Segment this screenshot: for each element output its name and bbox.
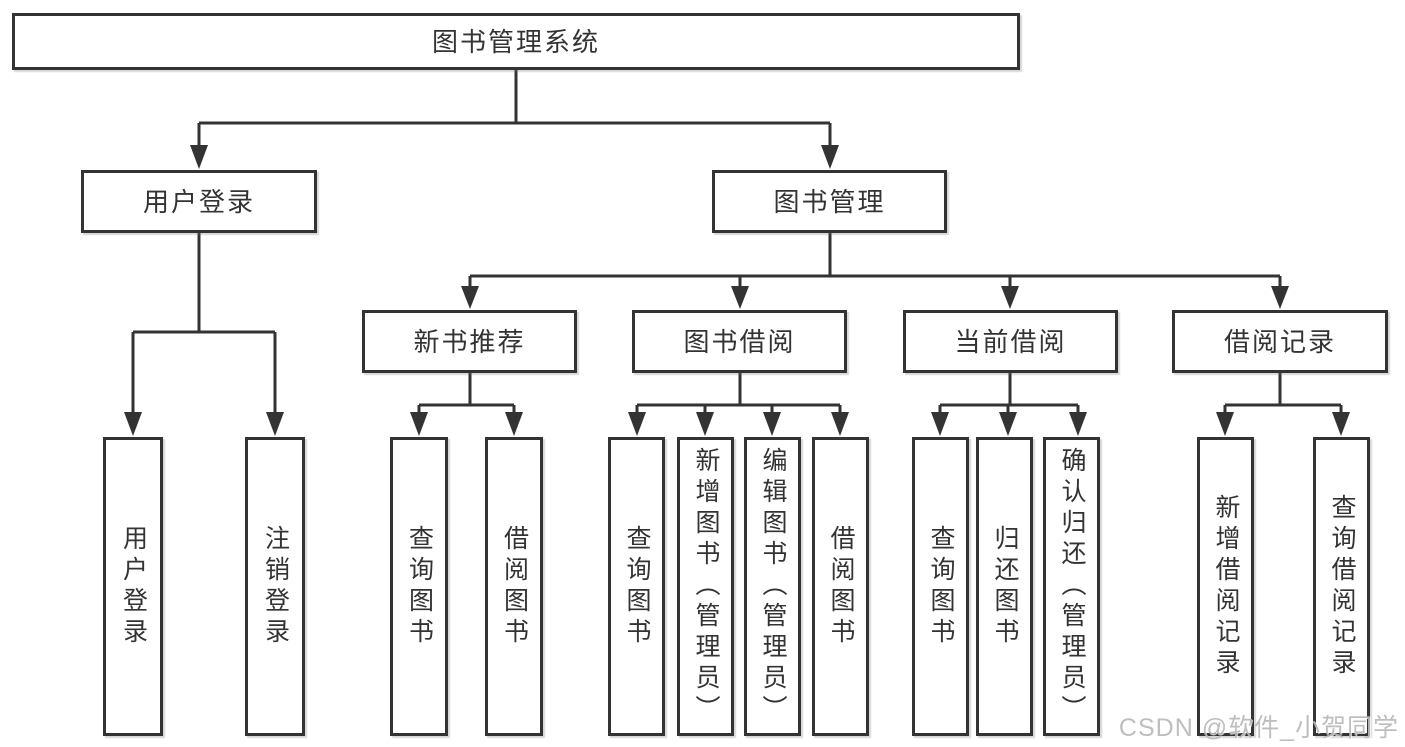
arrowheads (124, 145, 1350, 436)
node-label: 借阅记录 (1223, 326, 1336, 357)
leaf-logout: 注销登录 (245, 437, 305, 736)
node-label: 新书推荐 (413, 326, 526, 357)
node-book-management: 图书管理 (712, 170, 947, 233)
node-label: 借阅图书 (500, 524, 529, 649)
node-label: 查询图书 (623, 524, 651, 649)
node-label: 查询借阅记录 (1328, 493, 1356, 680)
node-label: 图书管理 (773, 186, 886, 217)
node-label: 编辑图书（管理员） (759, 447, 787, 726)
leaf-confirm-return-admin: 确认归还（管理员） (1043, 437, 1100, 736)
node-label: 新增图书（管理员） (692, 447, 720, 726)
csdn-watermark: CSDN @软件_小贺同学 (1118, 714, 1399, 742)
node-current-borrowing: 当前借阅 (903, 310, 1118, 373)
leaf-edit-books-admin: 编辑图书（管理员） (744, 437, 801, 736)
node-book-borrowing: 图书借阅 (632, 310, 847, 373)
leaf-query-books-current: 查询图书 (912, 437, 969, 736)
node-label: 图书借阅 (683, 326, 796, 357)
node-borrowing-records: 借阅记录 (1172, 310, 1388, 373)
node-new-book-recommendation: 新书推荐 (362, 310, 577, 373)
node-label: 归还图书 (991, 524, 1019, 649)
leaf-borrow-books-recommend: 借阅图书 (485, 437, 543, 736)
node-label: 用户登录 (142, 186, 255, 217)
node-label: 图书管理系统 (431, 26, 600, 57)
leaf-add-books-admin: 新增图书（管理员） (677, 437, 734, 736)
leaf-query-books-borrow: 查询图书 (608, 437, 665, 736)
node-label: 确认归还（管理员） (1058, 447, 1086, 726)
node-user-login: 用户登录 (81, 170, 317, 233)
leaf-add-borrow-record: 新增借阅记录 (1197, 437, 1254, 736)
leaf-user-login: 用户登录 (103, 437, 163, 736)
node-label: 查询图书 (405, 524, 434, 649)
node-label: 当前借阅 (954, 326, 1067, 357)
leaf-borrow-books: 借阅图书 (812, 437, 869, 736)
node-label: 查询图书 (927, 524, 955, 649)
leaf-query-books-recommend: 查询图书 (390, 437, 448, 736)
node-label: 新增借阅记录 (1212, 493, 1240, 680)
node-label: 注销登录 (261, 524, 290, 649)
node-label: 借阅图书 (827, 524, 855, 649)
leaf-return-books: 归还图书 (976, 437, 1033, 736)
leaf-query-borrow-record: 查询借阅记录 (1313, 437, 1370, 736)
node-library-system: 图书管理系统 (12, 13, 1020, 70)
node-label: 用户登录 (119, 524, 148, 649)
